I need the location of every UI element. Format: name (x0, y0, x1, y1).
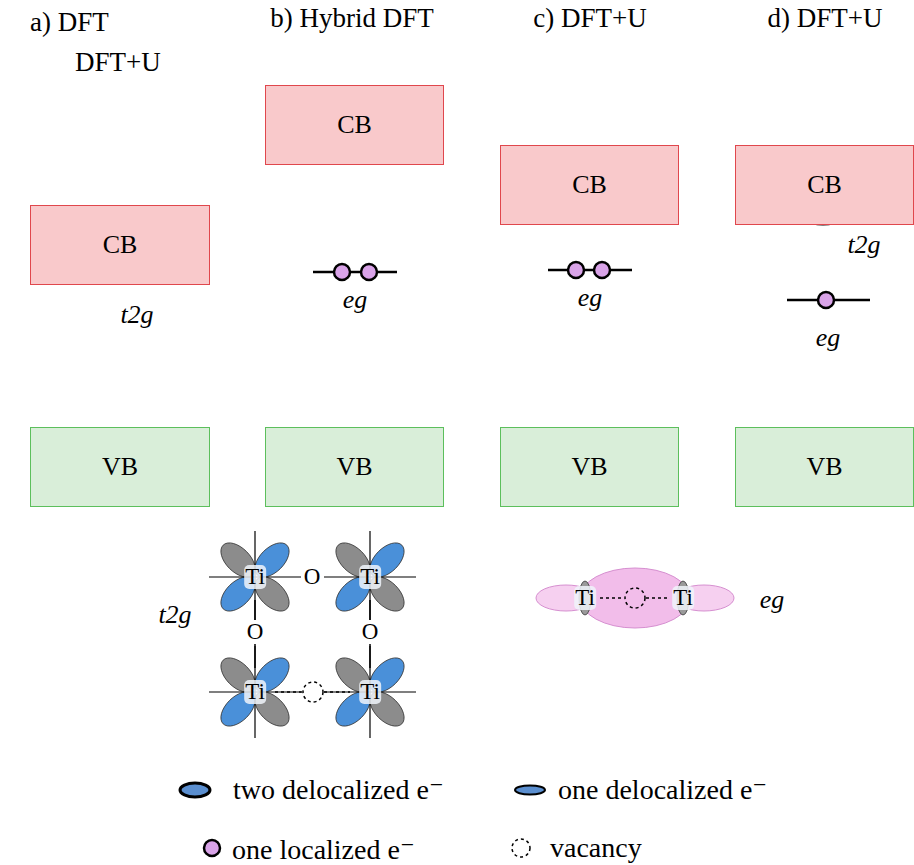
orbital-label: eg (760, 585, 785, 615)
bond-line (254, 600, 256, 620)
band-label: CB (807, 170, 842, 200)
band-label: CB (103, 230, 138, 260)
valence-band: VB (30, 427, 210, 507)
panel-title: c) DFT+U (533, 3, 646, 33)
bond-line (369, 644, 371, 668)
vacancy-bond (324, 691, 350, 693)
vacancy-bond (275, 691, 302, 693)
atom-label: Ti (672, 586, 694, 610)
atom-label: Ti (359, 565, 381, 589)
legend-text: one localized e⁻ (232, 834, 415, 865)
orbital-label: t2g (120, 300, 153, 330)
localized-electron (594, 262, 610, 278)
atom-label: O (303, 565, 322, 589)
vacancy-bond (646, 597, 668, 599)
eg-orbital (536, 568, 734, 628)
band-markers (102, 216, 870, 309)
atom-label: Ti (359, 680, 381, 704)
legend-sample (512, 839, 530, 857)
valence-band: VB (265, 427, 444, 507)
vacancy (303, 682, 323, 702)
panel-title: a) DFT DFT+U (30, 2, 200, 82)
legend-text: vacancy (550, 832, 642, 864)
band-label: CB (572, 170, 607, 200)
band-label: VB (571, 452, 607, 482)
band-label: CB (337, 110, 372, 140)
atom-label: Ti (244, 680, 266, 704)
atom-label: Ti (244, 565, 266, 589)
atom-label: Ti (574, 586, 596, 610)
legend-text: one delocalized e⁻ (558, 774, 767, 806)
t2g-orbitals (209, 531, 416, 738)
panel-title: d) DFT+U (768, 3, 883, 33)
band-label: VB (806, 452, 842, 482)
band-label: VB (102, 452, 138, 482)
atom-label: O (246, 620, 265, 644)
conduction-band: CB (30, 205, 210, 285)
valence-band: VB (735, 427, 914, 507)
orbital-lobe (536, 585, 596, 611)
orbital-label: t2g (158, 600, 191, 630)
eg-level (313, 271, 397, 274)
bond-line (254, 644, 256, 668)
band-label: VB (336, 452, 372, 482)
legend-sample (180, 783, 210, 797)
legend-text: two delocalized e⁻ (233, 774, 444, 806)
orbital-label: eg (343, 285, 368, 315)
legend-sample (204, 840, 220, 856)
eg-level (548, 269, 632, 272)
conduction-band: CB (500, 145, 679, 225)
vacancy-bond (600, 597, 624, 599)
d-orbital (324, 531, 416, 623)
vacancy (625, 588, 645, 608)
panel-title: b) Hybrid DFT (270, 3, 434, 33)
legend-sample (515, 786, 545, 795)
localized-electron (568, 262, 584, 278)
conduction-band: CB (265, 85, 444, 165)
atom-label: O (361, 620, 380, 644)
localized-electron (361, 264, 377, 280)
conduction-band: CB (735, 145, 914, 225)
orbital-label: eg (816, 323, 841, 353)
orbital-label: t2g (847, 230, 880, 260)
bond-line (369, 600, 371, 620)
d-orbital (209, 531, 301, 623)
localized-electron (334, 264, 350, 280)
valence-band: VB (500, 427, 679, 507)
orbital-label: eg (578, 283, 603, 313)
localized-electron (818, 292, 834, 308)
